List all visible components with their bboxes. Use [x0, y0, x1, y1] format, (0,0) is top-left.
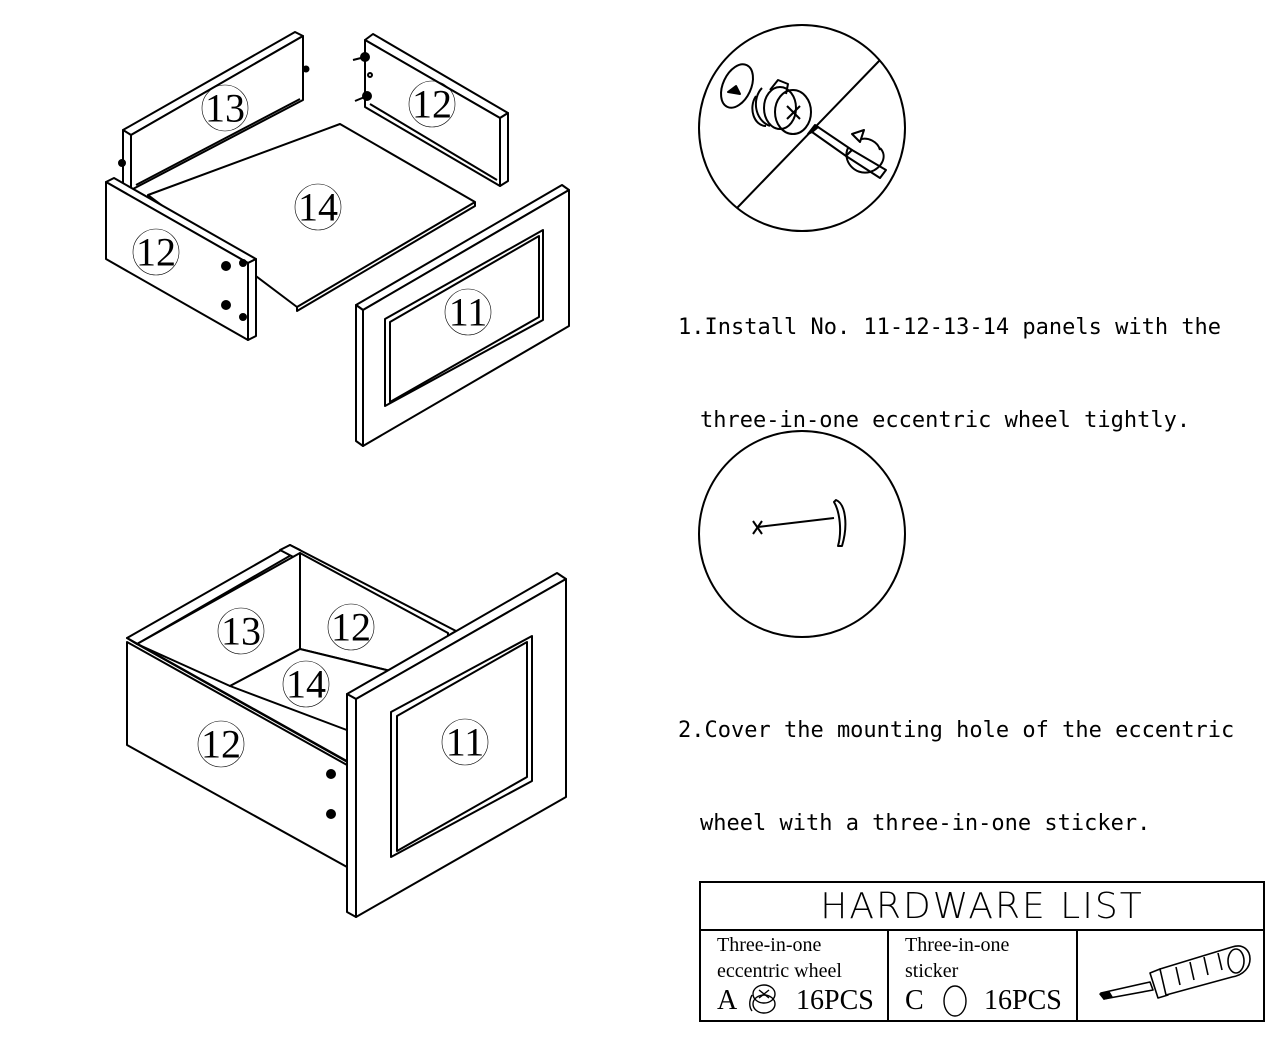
- step-1-instruction: 1.Install No. 11-12-13-14 panels with th…: [678, 250, 1221, 467]
- label-side-12-right: 12: [412, 82, 452, 127]
- detail-sticker: [698, 430, 906, 638]
- step-1-line-2: three-in-one eccentric wheel tightly.: [700, 408, 1191, 433]
- panel-labels-assembled: 13 12 14 12 11: [197, 603, 489, 768]
- label-front-11-assembled: 11: [446, 720, 485, 765]
- step-2-line-1: 2.Cover the mounting hole of the eccentr…: [678, 718, 1235, 743]
- screwdriver-icon: [1099, 945, 1251, 1000]
- label-side-12-assembled-right: 12: [331, 605, 371, 650]
- label-back-13-assembled: 13: [221, 609, 261, 654]
- label-side-12-left: 12: [136, 230, 176, 275]
- hardware-item-letter: A: [717, 985, 738, 1016]
- assembled-view: 13 12 14 12 11: [126, 544, 567, 918]
- exploded-view: 13 12 14 12 11: [105, 31, 570, 447]
- detail-eccentric-wheel: [698, 24, 906, 232]
- label-side-12-assembled-left: 12: [201, 722, 241, 767]
- sticker-icon: [833, 499, 847, 547]
- label-front-11: 11: [449, 290, 488, 335]
- step-1-line-1: 1.Install No. 11-12-13-14 panels with th…: [678, 315, 1222, 340]
- hardware-wheel-icon: [749, 984, 776, 1014]
- eccentric-wheel-icon: [720, 63, 812, 135]
- hardware-item-quantity: 16PCS: [796, 985, 874, 1016]
- hardware-tool-cell: [1078, 931, 1263, 1022]
- hardware-item-quantity: 16PCS: [984, 985, 1062, 1016]
- panel-side-exploded-right: [352, 33, 509, 187]
- hardware-list-title: HARDWARE LIST: [701, 883, 1263, 931]
- panel-labels-exploded: 13 12 14 12 11: [132, 80, 492, 336]
- hardware-item-letter: C: [905, 985, 924, 1016]
- panel-front-exploded: [355, 184, 570, 447]
- label-back-13: 13: [205, 86, 245, 131]
- screwdriver-turn-icon: [807, 124, 887, 179]
- step-2-line-2: wheel with a three-in-one sticker.: [700, 811, 1151, 836]
- hardware-sticker-icon: [943, 985, 967, 1017]
- panel-back-exploded: [118, 31, 310, 191]
- label-bottom-14: 14: [298, 185, 338, 230]
- step-2-instruction: 2.Cover the mounting hole of the eccentr…: [678, 653, 1234, 870]
- label-bottom-14-assembled: 14: [286, 662, 326, 707]
